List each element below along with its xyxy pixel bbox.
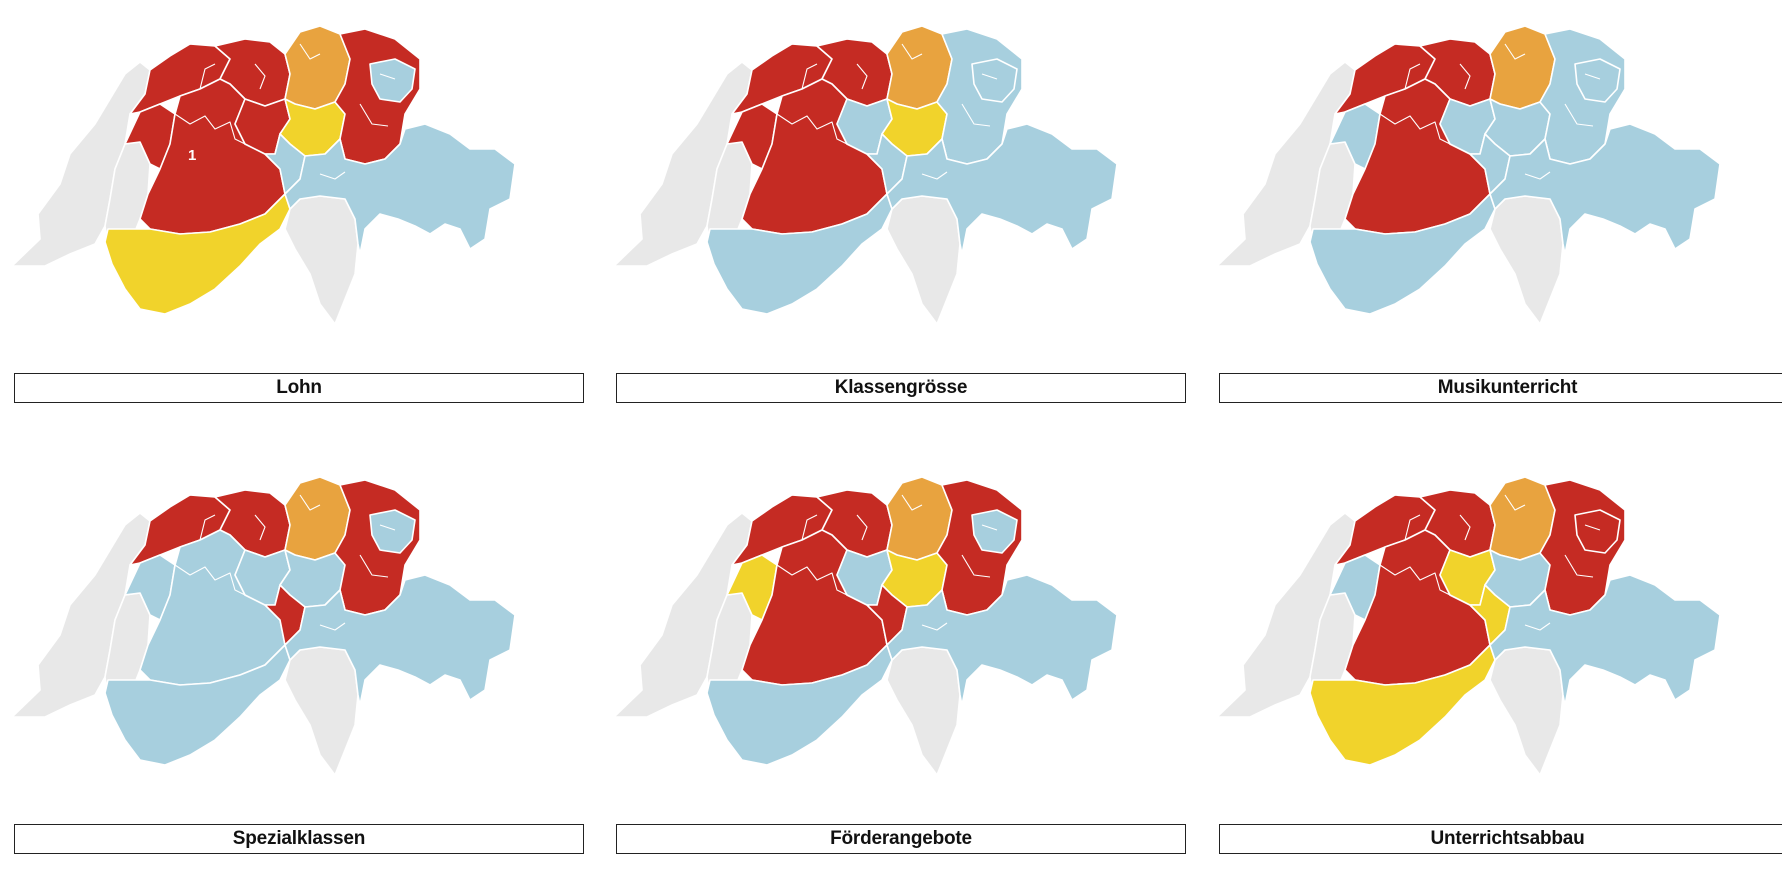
region-valais	[1309, 193, 1496, 315]
map-label: Musikunterricht	[1437, 377, 1578, 398]
switzerland-map	[1216, 25, 1721, 325]
region-valais	[1309, 644, 1496, 766]
map-panel-klassengroesse: Klassengrösse	[602, 0, 1186, 420]
map-label: Klassengrösse	[834, 377, 968, 398]
region-valais	[104, 193, 291, 315]
inner-borders	[776, 494, 998, 631]
map-label-box: Unterrichtsabbau	[1219, 824, 1782, 854]
map-panel-unterrichtsabbau: Unterrichtsabbau	[1205, 451, 1782, 871]
map-panel-foerderangebote: Förderangebote	[602, 451, 1186, 871]
map-label-box: Klassengrösse	[616, 373, 1186, 403]
region-graubunden	[284, 123, 516, 255]
region-stgallen	[369, 509, 416, 554]
region-graubunden	[1489, 574, 1721, 706]
map-label: Unterrichtsabbau	[1430, 828, 1585, 849]
region-stgallen	[971, 58, 1018, 103]
map-label-box: Lohn	[14, 373, 584, 403]
switzerland-map	[1216, 476, 1721, 776]
switzerland-map	[613, 476, 1118, 776]
region-graubunden	[1489, 123, 1721, 255]
region-valais	[104, 644, 291, 766]
map-panel-lohn: 1 Lohn	[0, 0, 584, 420]
region-stgallen	[1574, 509, 1621, 554]
map-panel-spezialklassen: Spezialklassen	[0, 451, 584, 871]
map-label-box: Spezialklassen	[14, 824, 584, 854]
map-label-box: Musikunterricht	[1219, 373, 1782, 403]
region-stgallen	[1574, 58, 1621, 103]
region-ticino	[886, 195, 961, 325]
region-ticino	[1489, 646, 1564, 776]
map-label: Spezialklassen	[232, 828, 366, 849]
switzerland-map: 1	[11, 25, 516, 325]
inner-borders	[174, 494, 396, 631]
map-marker: 1	[188, 147, 196, 164]
inner-borders	[174, 43, 396, 180]
switzerland-map	[613, 25, 1118, 325]
region-graubunden	[284, 574, 516, 706]
region-stgallen	[369, 58, 416, 103]
region-stgallen	[971, 509, 1018, 554]
inner-borders	[1379, 43, 1601, 180]
region-graubunden	[886, 574, 1118, 706]
region-valais	[706, 193, 893, 315]
inner-borders	[1379, 494, 1601, 631]
map-label: Förderangebote	[830, 828, 972, 849]
inner-borders	[776, 43, 998, 180]
region-ticino	[284, 646, 359, 776]
map-label-box: Förderangebote	[616, 824, 1186, 854]
map-panel-musikunterricht: Musikunterricht	[1205, 0, 1782, 420]
region-graubunden	[886, 123, 1118, 255]
region-ticino	[1489, 195, 1564, 325]
region-valais	[706, 644, 893, 766]
region-ticino	[284, 195, 359, 325]
switzerland-map	[11, 476, 516, 776]
map-label: Lohn	[276, 377, 322, 398]
region-ticino	[886, 646, 961, 776]
